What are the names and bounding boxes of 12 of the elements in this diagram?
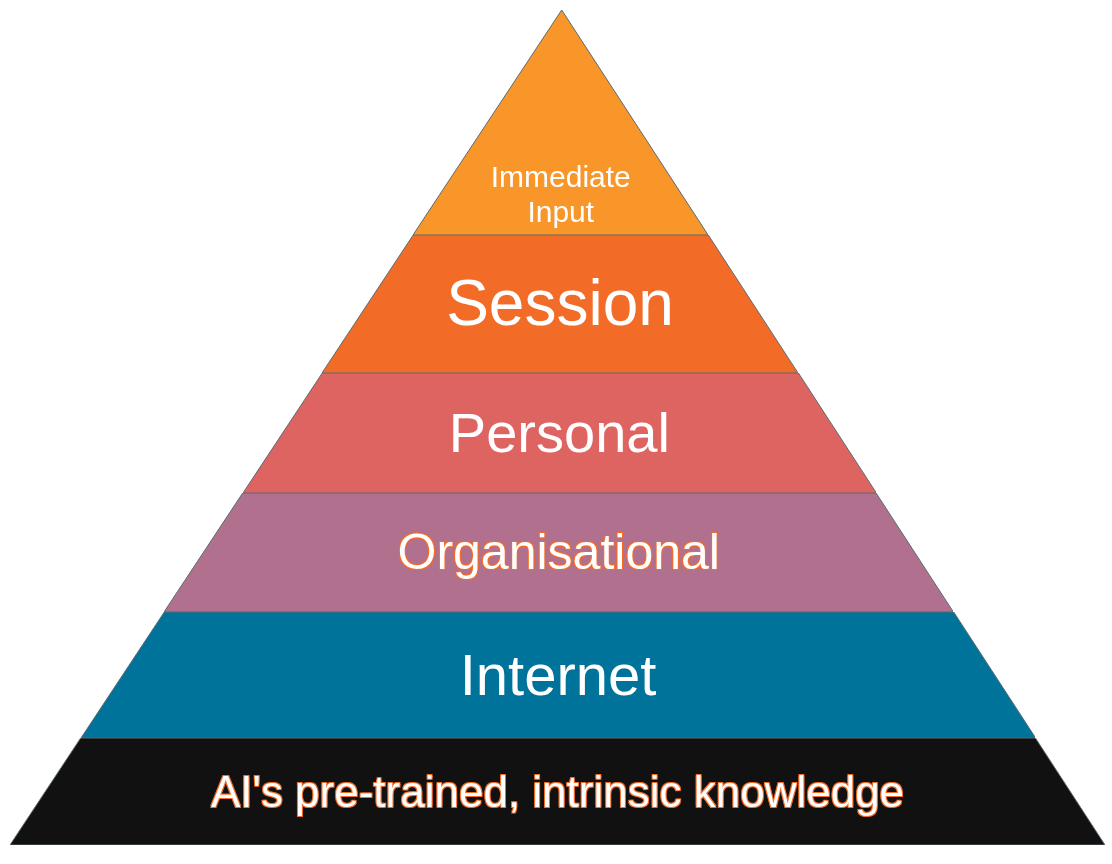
pyramid-tier [242, 373, 877, 493]
tier-label: Personal [447, 400, 671, 466]
tier-label: AI's pre-trained, intrinsic knowledge [209, 766, 906, 817]
pyramid-tier [322, 235, 799, 373]
tier-label: Immediate Input [489, 160, 632, 229]
pyramid-tier [413, 10, 709, 235]
pyramid-tier [10, 738, 1105, 845]
tier-label: Internet [458, 641, 658, 709]
pyramid-tier [164, 493, 954, 612]
tier-label: Organisational [396, 523, 721, 582]
tier-label: Session [445, 267, 675, 341]
pyramid-tier [80, 612, 1036, 738]
